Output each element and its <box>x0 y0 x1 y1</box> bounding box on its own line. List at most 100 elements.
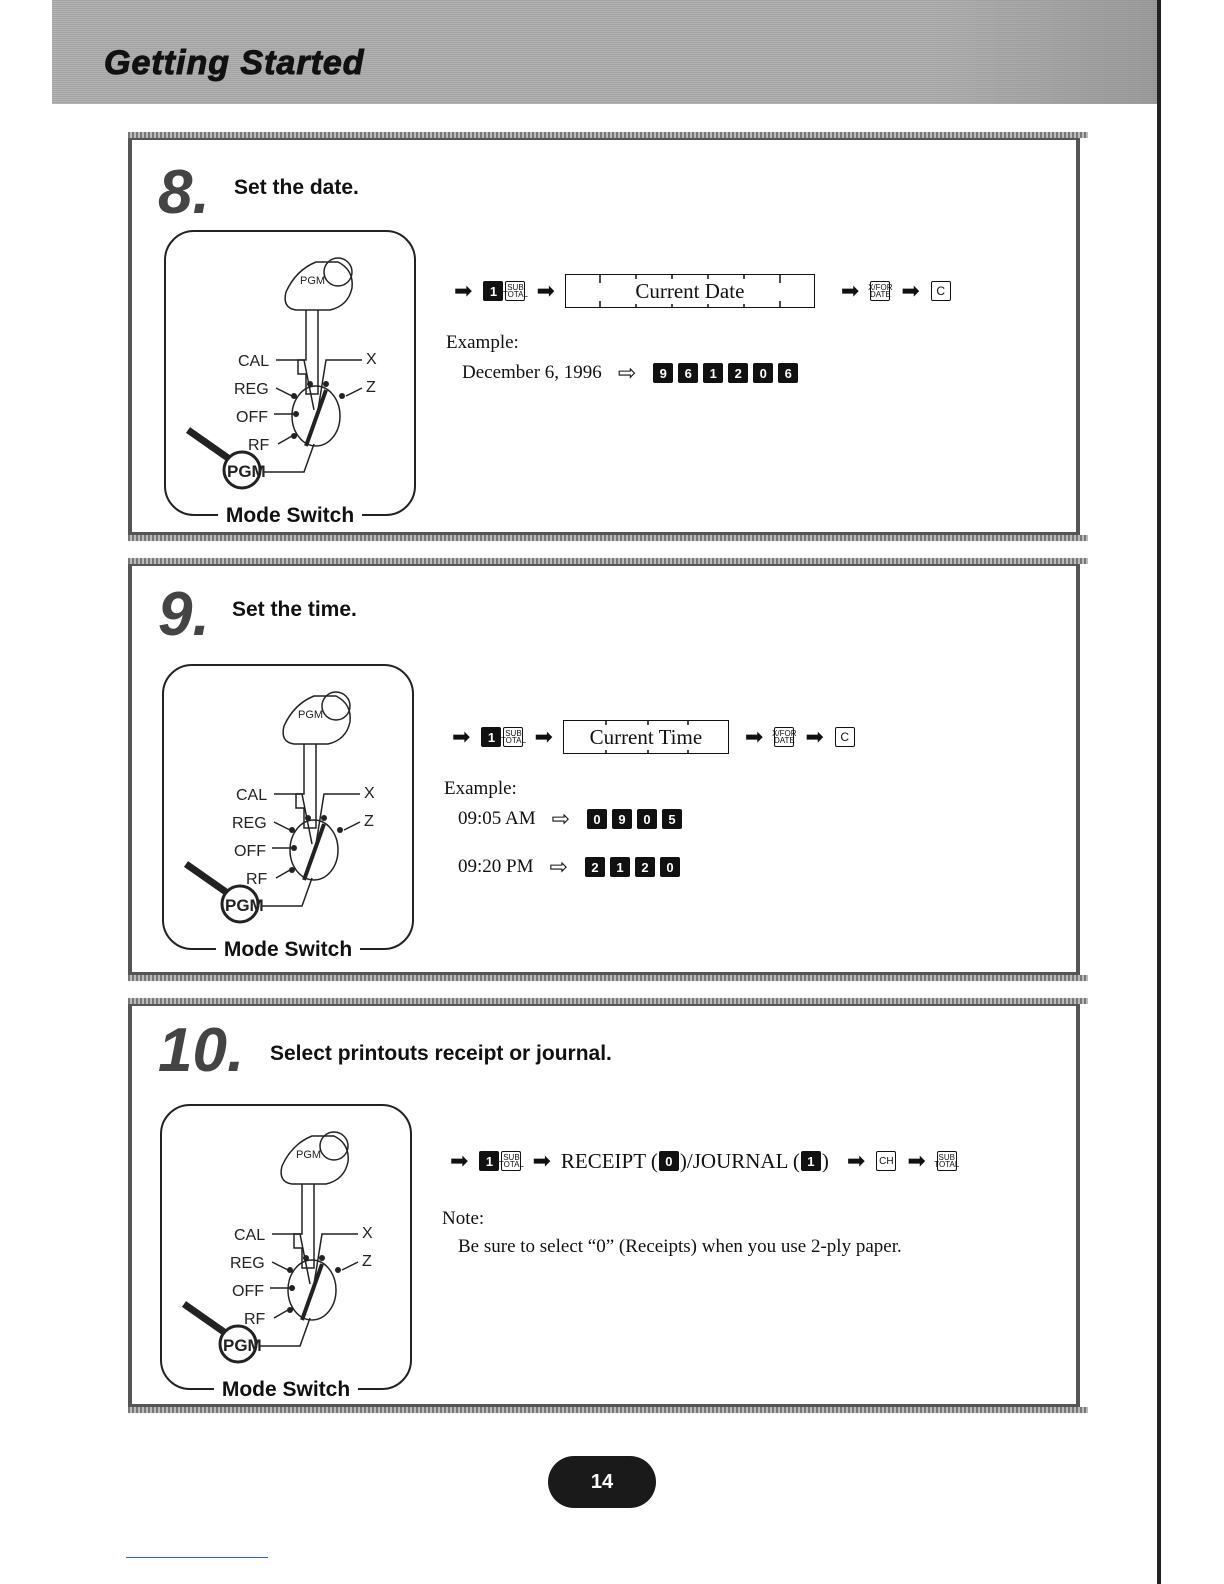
example-text: 09:20 PM <box>458 856 534 877</box>
key-1: 1 <box>479 1151 500 1171</box>
mode-switch-diagram: CAL REG OFF RF X Z PGM PGM Mode Switch <box>160 1104 412 1401</box>
digit-key: 0 <box>659 857 680 877</box>
example-block: Example: 09:05 AM ⇨ 0 9 0 5 09:20 PM ⇨ 2… <box>444 778 683 880</box>
arrow-icon: ➡ <box>907 1148 926 1173</box>
mode-switch-caption: Mode Switch <box>215 938 361 961</box>
note-block: Note: Be sure to select “0” (Receipts) w… <box>442 1208 902 1258</box>
note-label: Note: <box>442 1208 485 1229</box>
example-text: December 6, 1996 <box>462 362 602 383</box>
example-keys: 0 9 0 5 <box>586 809 683 829</box>
step-8-panel: 8. Set the date. CAL REG OFF RF X Z PGM … <box>128 132 1088 541</box>
digit-key: 1 <box>609 857 630 877</box>
open-arrow-icon: ⇨ <box>617 360 637 385</box>
arrow-icon: ➡ <box>840 278 860 303</box>
arrow-icon: ➡ <box>532 1148 551 1173</box>
mode-switch-key-icon: CAL REG OFF RF X Z PGM PGM <box>185 257 377 490</box>
example-row: 09:05 AM ⇨ 0 9 0 5 <box>458 806 683 832</box>
close-paren: ) <box>821 1148 829 1173</box>
svg-text:PGM: PGM <box>296 1149 321 1161</box>
svg-text:PGM: PGM <box>223 1336 262 1355</box>
svg-text:Z: Z <box>366 379 376 396</box>
journal-key: 1 <box>800 1151 821 1171</box>
svg-text:REG: REG <box>234 381 269 398</box>
clear-key-icon: C <box>930 281 951 301</box>
arrow-icon: ➡ <box>805 724 824 749</box>
mode-switch-diagram: CAL REG OFF RF X Z PGM PGM Mode Switch <box>162 664 414 961</box>
digit-key: 0 <box>637 809 658 829</box>
example-keys: 9 6 1 2 0 6 <box>652 363 799 383</box>
digit-key: 6 <box>778 363 799 383</box>
journal-text: )/JOURNAL ( <box>679 1148 800 1173</box>
key-1: 1 <box>481 727 502 747</box>
digit-key: 0 <box>753 363 774 383</box>
svg-text:OFF: OFF <box>232 1283 264 1300</box>
example-label: Example: <box>446 332 519 353</box>
mode-switch-key-icon: CAL REG OFF RF X Z PGM PGM <box>181 1131 373 1364</box>
example-block: Example: December 6, 1996 ⇨ 9 6 1 2 0 6 <box>446 332 799 386</box>
current-time-entry: Current Time <box>562 720 729 754</box>
digit-key: 5 <box>662 809 683 829</box>
step-10-panel: 10. Select printouts receipt or journal.… <box>128 998 1088 1413</box>
digit-key: 9 <box>653 363 674 383</box>
step-title: Set the date. <box>234 176 359 199</box>
svg-text:CAL: CAL <box>234 1227 265 1244</box>
svg-text:REG: REG <box>230 1255 265 1272</box>
step-number: 8. <box>158 158 210 227</box>
step-title: Select printouts receipt or journal. <box>270 1042 612 1065</box>
svg-text:CAL: CAL <box>236 787 267 804</box>
current-date-entry: Current Date <box>564 274 815 308</box>
footer-rule <box>126 1557 268 1558</box>
receipt-text: RECEIPT ( <box>560 1148 658 1173</box>
mode-switch-caption: Mode Switch <box>217 504 363 527</box>
page-edge-rule <box>1157 0 1161 1584</box>
open-arrow-icon: ⇨ <box>551 806 571 831</box>
mode-switch-diagram: CAL REG OFF RF X Z PGM PGM Mode Switch <box>164 230 416 527</box>
svg-text:PGM: PGM <box>300 275 325 287</box>
digit-key: 6 <box>678 363 699 383</box>
svg-text:X: X <box>366 351 377 368</box>
svg-text:CAL: CAL <box>238 353 269 370</box>
svg-text:X: X <box>364 785 375 802</box>
digit-key: 1 <box>703 363 724 383</box>
svg-text:PGM: PGM <box>298 709 323 721</box>
open-arrow-icon: ⇨ <box>549 854 568 879</box>
arrow-icon: ➡ <box>744 724 764 749</box>
step-number: 9. <box>158 580 210 649</box>
page-number: 14 <box>548 1456 656 1508</box>
entry-label: Current Time <box>587 724 705 750</box>
entry-label: Current Date <box>633 278 747 304</box>
step-number: 10. <box>158 1016 245 1085</box>
digit-key: 9 <box>612 809 633 829</box>
arrow-icon: ➡ <box>536 278 555 303</box>
receipt-key: 0 <box>658 1151 679 1171</box>
svg-text:REG: REG <box>232 815 267 832</box>
arrow-icon: ➡ <box>454 278 473 303</box>
example-label: Example: <box>444 778 517 799</box>
svg-text:RF: RF <box>246 871 268 888</box>
digit-key: 2 <box>584 857 605 877</box>
arrow-icon: ➡ <box>534 724 553 749</box>
svg-text:PGM: PGM <box>227 462 266 481</box>
digit-key: 2 <box>634 857 655 877</box>
clear-key-icon: C <box>834 727 855 747</box>
arrow-icon: ➡ <box>846 1148 866 1173</box>
arrow-icon: ➡ <box>901 278 920 303</box>
svg-text:OFF: OFF <box>236 409 268 426</box>
digit-key: 2 <box>728 363 749 383</box>
svg-text:Z: Z <box>364 813 374 830</box>
ch-key-icon: CH <box>876 1151 897 1171</box>
mode-switch-key-icon: CAL REG OFF RF X Z PGM PGM <box>183 691 375 924</box>
step-9-panel: 9. Set the time. CAL REG OFF RF X Z PGM … <box>128 558 1088 981</box>
svg-text:X: X <box>362 1225 373 1242</box>
svg-text:OFF: OFF <box>234 843 266 860</box>
mode-switch-caption: Mode Switch <box>213 1378 359 1401</box>
example-text: 09:05 AM <box>458 808 536 829</box>
header-band <box>52 0 1160 104</box>
example-row: 09:20 PM ⇨ 2 1 2 0 <box>458 854 683 880</box>
